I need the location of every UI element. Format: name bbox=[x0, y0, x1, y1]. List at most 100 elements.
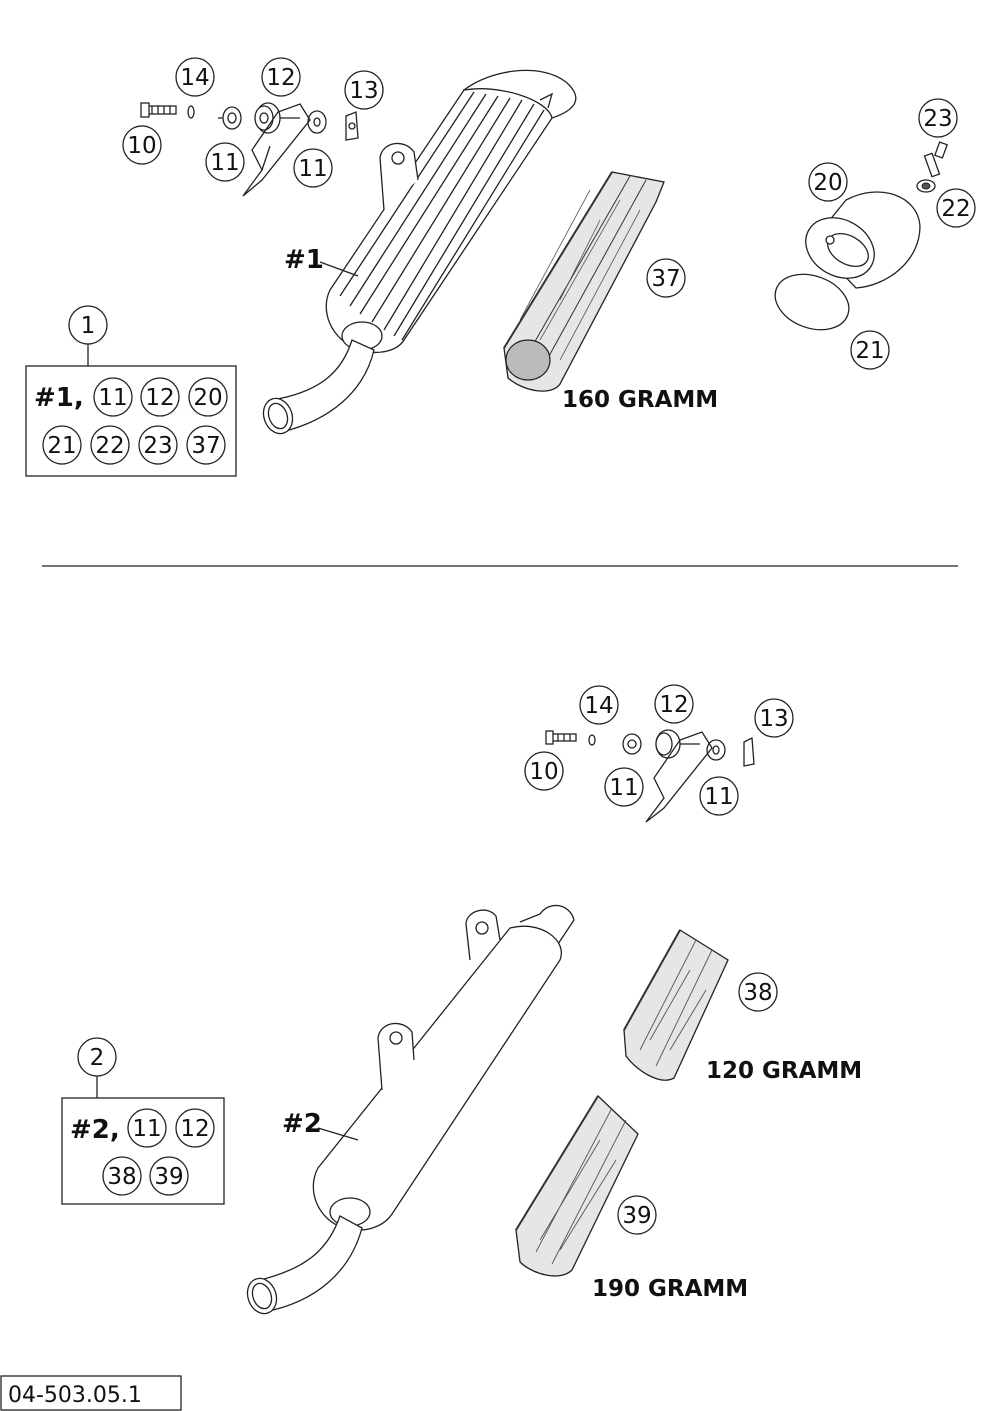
upper-section: 14 12 13 10 11 11 37 23 bbox=[25, 57, 976, 477]
callout-20: 20 bbox=[808, 162, 848, 202]
callout-11-lower-right: 11 bbox=[699, 776, 739, 816]
svg-text:10: 10 bbox=[127, 133, 156, 159]
callout-14-upper: 14 bbox=[175, 57, 215, 97]
kit-1: 1 #1, 11 12 20 21 22 23 37 bbox=[25, 305, 237, 477]
o-ring-21 bbox=[774, 273, 850, 331]
svg-text:22: 22 bbox=[95, 433, 124, 459]
rubber-bushing-12-lower bbox=[655, 729, 700, 759]
svg-text:39: 39 bbox=[622, 1203, 651, 1229]
part-label-2: #2 bbox=[282, 1109, 322, 1139]
kit-1-item-21: 21 bbox=[42, 425, 82, 465]
svg-text:39: 39 bbox=[154, 1164, 183, 1190]
bolt-10-lower bbox=[545, 730, 577, 745]
svg-text:11: 11 bbox=[704, 784, 733, 810]
svg-text:20: 20 bbox=[813, 170, 842, 196]
svg-text:#1,: #1, bbox=[34, 383, 84, 413]
callout-10-upper: 10 bbox=[122, 125, 162, 165]
svg-text:20: 20 bbox=[193, 385, 222, 411]
callout-23: 23 bbox=[918, 98, 958, 138]
callout-10-lower: 10 bbox=[524, 751, 564, 791]
svg-text:12: 12 bbox=[266, 65, 295, 91]
washer-14 bbox=[187, 105, 195, 119]
washer-22 bbox=[916, 179, 936, 193]
packing-weight-120: 120 GRAMM bbox=[706, 1058, 862, 1084]
svg-text:11: 11 bbox=[132, 1116, 161, 1142]
svg-text:10: 10 bbox=[529, 759, 558, 785]
svg-text:11: 11 bbox=[98, 385, 127, 411]
svg-text:11: 11 bbox=[210, 150, 239, 176]
kit-2: 2 #2, 11 12 38 39 bbox=[61, 1037, 225, 1205]
packing-39 bbox=[515, 1094, 639, 1277]
kit-1-item-23: 23 bbox=[138, 425, 178, 465]
rubber-bushing-12 bbox=[254, 102, 300, 134]
svg-text:04-503.05.1: 04-503.05.1 bbox=[8, 1383, 142, 1408]
mounting-hardware-upper bbox=[140, 102, 359, 197]
callout-14-lower: 14 bbox=[579, 685, 619, 725]
kit-1-item-22: 22 bbox=[90, 425, 130, 465]
end-cap-assembly bbox=[774, 141, 948, 331]
svg-text:1: 1 bbox=[81, 313, 96, 339]
bolt-10 bbox=[140, 102, 177, 118]
part-label-1: #1 bbox=[284, 245, 324, 275]
svg-text:12: 12 bbox=[180, 1116, 209, 1142]
callout-11-lower-left: 11 bbox=[604, 767, 644, 807]
svg-text:23: 23 bbox=[923, 106, 952, 132]
svg-text:2: 2 bbox=[90, 1045, 105, 1071]
mounting-hardware-lower bbox=[545, 729, 755, 823]
muffler-1-ribs bbox=[339, 91, 545, 341]
bolt-23 bbox=[923, 141, 948, 178]
washer-14-lower bbox=[588, 734, 596, 746]
callout-13-upper: 13 bbox=[344, 70, 384, 110]
kit-2-item-11: 11 bbox=[127, 1108, 167, 1148]
lower-section: 14 12 13 10 11 11 38 39 #2 bbox=[61, 684, 862, 1315]
packing-38 bbox=[623, 929, 729, 1081]
svg-text:38: 38 bbox=[107, 1164, 136, 1190]
svg-text:23: 23 bbox=[143, 433, 172, 459]
svg-text:22: 22 bbox=[941, 196, 970, 222]
kit-1-item-12: 12 bbox=[140, 377, 180, 417]
svg-text:38: 38 bbox=[743, 980, 772, 1006]
svg-text:37: 37 bbox=[191, 433, 220, 459]
svg-text:14: 14 bbox=[584, 693, 613, 719]
muffler-1 bbox=[262, 69, 577, 435]
svg-text:12: 12 bbox=[659, 692, 688, 718]
packing-weight-160: 160 GRAMM bbox=[562, 387, 718, 413]
callout-37: 37 bbox=[646, 258, 686, 298]
svg-text:37: 37 bbox=[651, 266, 680, 292]
svg-text:13: 13 bbox=[759, 706, 788, 732]
kit-1-item-20: 20 bbox=[188, 377, 228, 417]
muffler-2 bbox=[246, 904, 575, 1315]
callout-11-upper-right: 11 bbox=[293, 148, 333, 188]
end-cap-20 bbox=[805, 191, 921, 289]
clip-nut-13 bbox=[345, 111, 359, 141]
callout-21: 21 bbox=[850, 330, 890, 370]
callout-12-lower: 12 bbox=[654, 684, 694, 724]
callout-22: 22 bbox=[936, 188, 976, 228]
kit-2-item-39: 39 bbox=[149, 1156, 189, 1196]
document-reference: 04-503.05.1 bbox=[0, 1375, 182, 1411]
callout-39: 39 bbox=[617, 1195, 657, 1235]
svg-text:12: 12 bbox=[145, 385, 174, 411]
kit-1-item-37: 37 bbox=[186, 425, 226, 465]
clip-nut-13-lower bbox=[743, 736, 755, 767]
svg-text:11: 11 bbox=[609, 775, 638, 801]
callout-13-lower: 13 bbox=[754, 698, 794, 738]
svg-text:21: 21 bbox=[855, 338, 884, 364]
kit-1-item-11: 11 bbox=[93, 377, 133, 417]
svg-text:21: 21 bbox=[47, 433, 76, 459]
svg-text:11: 11 bbox=[298, 156, 327, 182]
grommet-11-left bbox=[218, 106, 242, 130]
kit-2-box bbox=[61, 1097, 225, 1205]
svg-text:14: 14 bbox=[180, 65, 209, 91]
kit-2-item-38: 38 bbox=[102, 1156, 142, 1196]
callout-38: 38 bbox=[738, 972, 778, 1012]
packing-weight-190: 190 GRAMM bbox=[592, 1276, 748, 1302]
callout-12-upper: 12 bbox=[261, 57, 301, 97]
kit-1-box bbox=[25, 365, 237, 477]
svg-text:13: 13 bbox=[349, 78, 378, 104]
svg-text:#2,: #2, bbox=[70, 1115, 120, 1145]
packing-37 bbox=[503, 171, 665, 392]
kit-2-item-12: 12 bbox=[175, 1108, 215, 1148]
callout-11-upper-left: 11 bbox=[205, 142, 245, 182]
